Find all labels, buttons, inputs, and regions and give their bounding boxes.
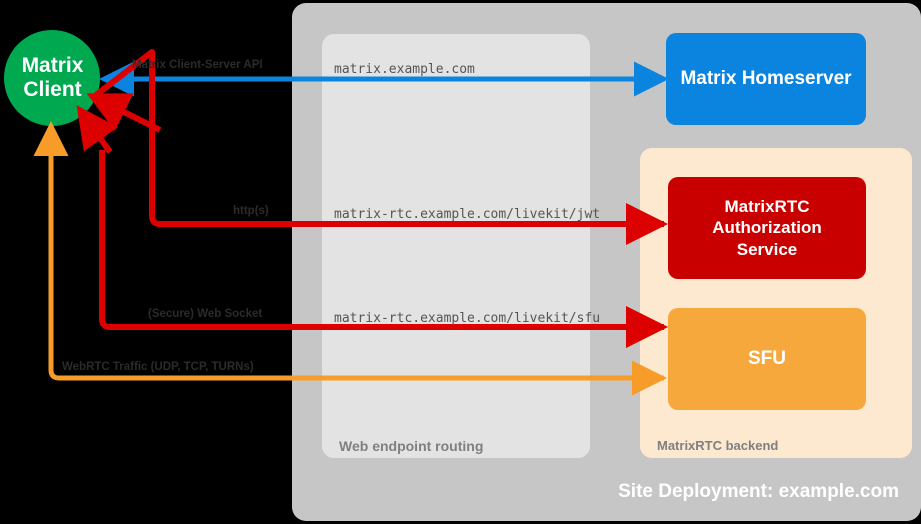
node-matrixrtc-authorization-service[interactable]	[668, 177, 866, 279]
endpoint-livekit-jwt: matrix-rtc.example.com/livekit/jwt	[334, 207, 601, 222]
flow-label-matrix-client-server-api: Matrix Client-Server API	[132, 59, 263, 71]
flow-livekit-jwt	[94, 49, 664, 227]
endpoint-matrix-example-com: matrix.example.com	[334, 62, 475, 77]
panel-web-endpoint-routing-label: Web endpoint routing	[339, 438, 484, 454]
panel-matrixrtc-backend-label: MatrixRTC backend	[657, 438, 779, 453]
flow-livekit-jwt-arrow-client	[86, 93, 162, 133]
flow-livekit-sfu-arrow-client	[76, 105, 119, 154]
flow-webrtc-traffic	[48, 140, 664, 381]
flow-livekit-sfu	[99, 150, 664, 330]
node-sfu[interactable]	[668, 308, 866, 410]
panel-web-endpoint-routing	[322, 34, 590, 458]
node-matrix-homeserver[interactable]	[666, 33, 866, 125]
node-matrix-client[interactable]	[4, 30, 100, 126]
flow-label-http-s: http(s)	[233, 205, 269, 217]
site-deployment-label: Site Deployment: example.com	[618, 481, 899, 502]
flow-label-secure-web-socket: (Secure) Web Socket	[148, 308, 263, 320]
flow-label-webrtc-traffic: WebRTC Traffic (UDP, TCP, TURNs)	[62, 361, 254, 373]
endpoint-livekit-sfu: matrix-rtc.example.com/livekit/sfu	[334, 311, 601, 326]
